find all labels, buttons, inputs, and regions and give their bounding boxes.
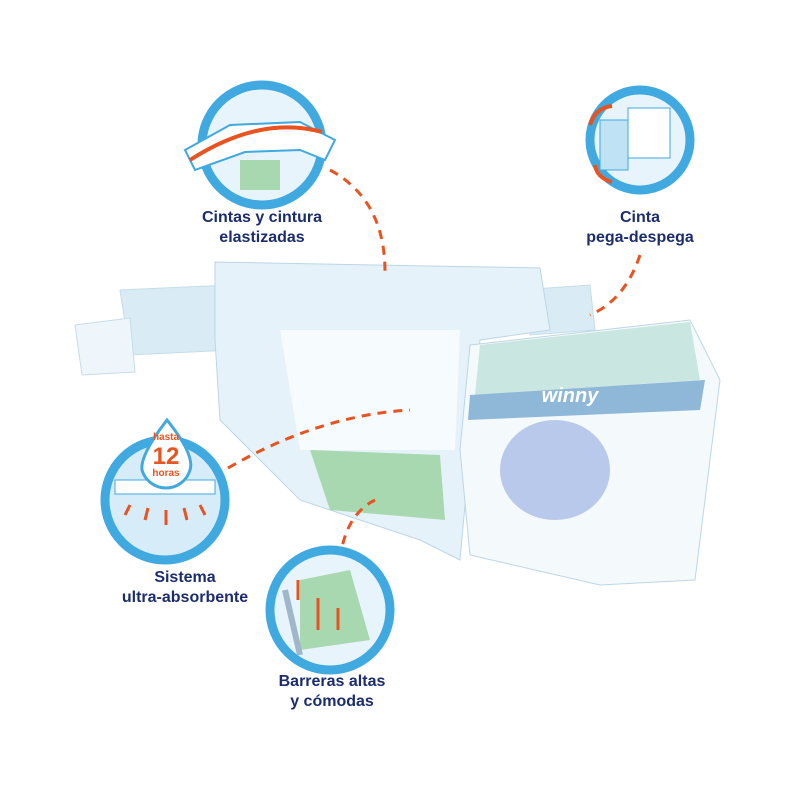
diaper-illustration: winny — [74, 261, 721, 586]
feature-label-barrier: Barreras altas y cómodas — [232, 672, 432, 712]
elastic-waist-icon — [183, 80, 337, 210]
reusable-tape-icon — [585, 85, 695, 195]
feature-label-elastic: Cintas y cintura elastizadas — [162, 208, 362, 248]
badge-hasta: hasta — [153, 432, 180, 443]
feature-label-tape: Cinta pega-despega — [540, 208, 740, 248]
label-line: Cinta — [620, 209, 660, 226]
label-line: Barreras altas — [278, 673, 386, 690]
connector-absorbent — [227, 408, 411, 470]
label-line: elastizadas — [219, 229, 305, 246]
label-line: pega-despega — [586, 229, 694, 246]
badge-horas: horas — [152, 468, 180, 479]
leak-barrier-icon — [265, 545, 395, 675]
label-line: y cómodas — [290, 693, 374, 710]
absorbent-core-icon: hasta 12 horas — [100, 417, 230, 565]
badge-12: 12 — [153, 443, 180, 470]
connector-tape — [589, 254, 642, 317]
label-line: ultra-absorbente — [121, 589, 249, 606]
label-line: Cintas y cintura — [201, 209, 323, 226]
label-line: Sistema — [154, 569, 216, 586]
brand-logo: winny — [542, 385, 600, 407]
feature-label-absorbent: Sistema ultra-absorbente — [85, 568, 285, 608]
